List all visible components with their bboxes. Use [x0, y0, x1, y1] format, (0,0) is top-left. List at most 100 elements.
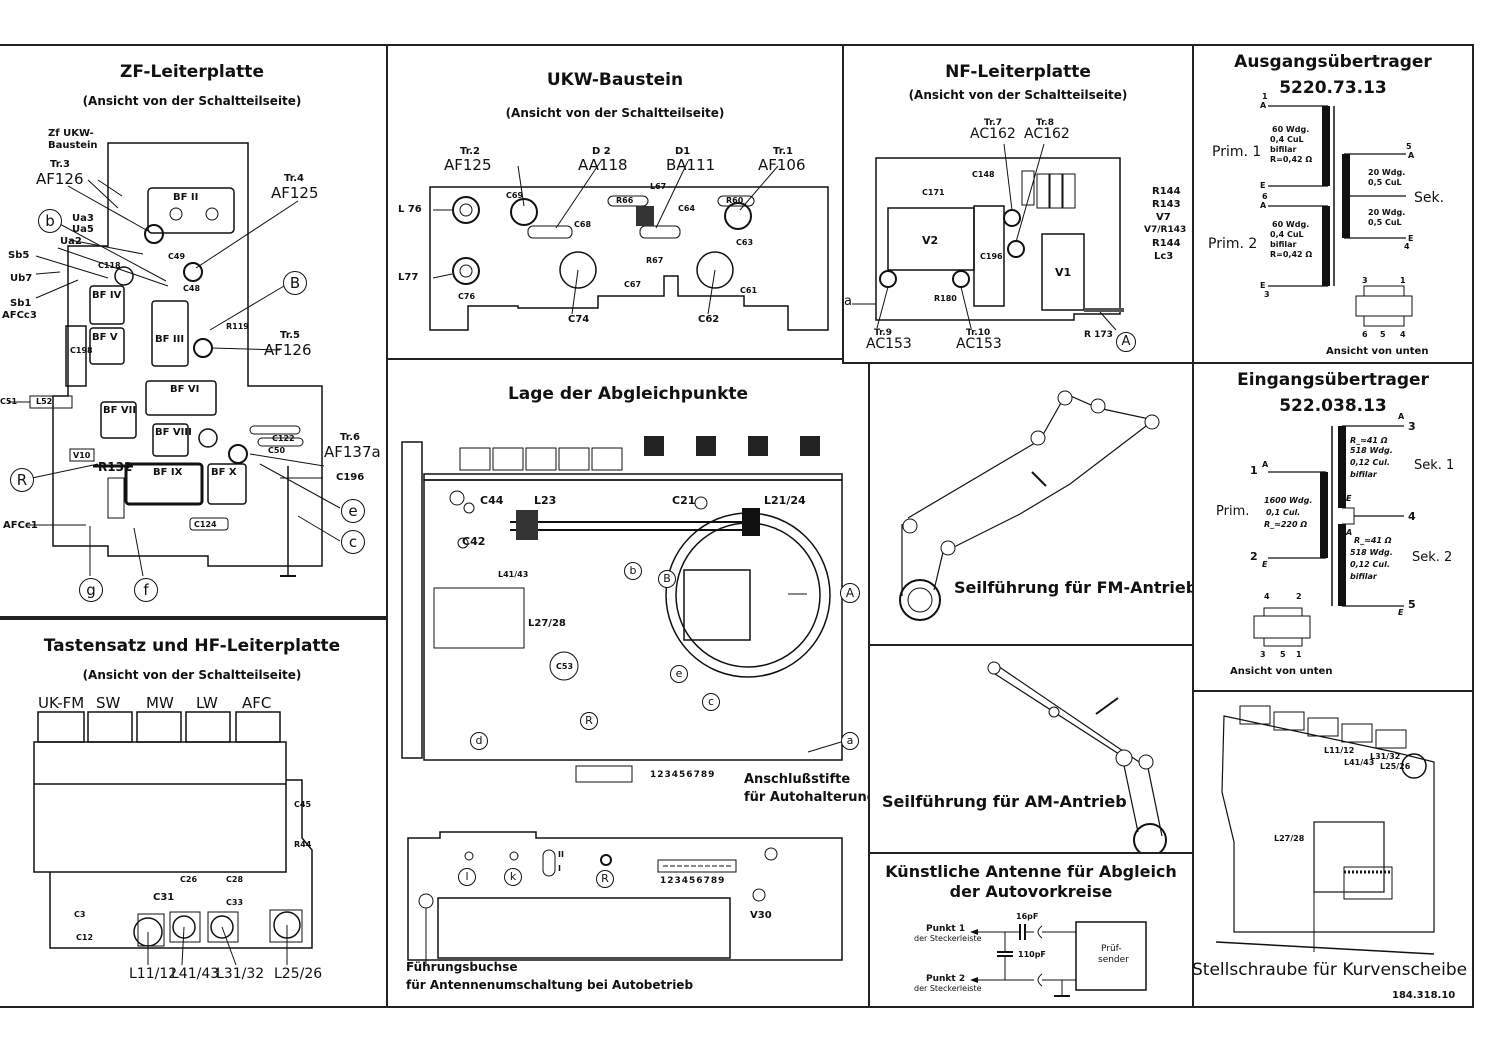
in-pin-a-mid: A	[1346, 528, 1353, 537]
part-l52: L52	[36, 397, 53, 406]
ua5-label: Ua5	[72, 224, 94, 235]
pins-caption-1: Anschlußstifte	[744, 772, 851, 787]
marker-A: A	[840, 583, 860, 603]
drawing-number: 184.318.10	[1392, 990, 1456, 1001]
output-view-caption: Ansicht von unten	[1326, 346, 1429, 357]
prim1-line-2: 0,4 CuL	[1270, 135, 1304, 144]
in-bottom-pin-3: 3	[1260, 650, 1266, 659]
sek1-line-2: 518 Wdg.	[1350, 446, 1393, 455]
bottom-pin-4: 4	[1400, 330, 1406, 339]
pin-e1: E	[1260, 181, 1266, 190]
coil-l25-26: L25/26	[274, 966, 323, 982]
bf9-label: BF IX	[153, 467, 183, 478]
tr8-label: Tr.8	[1036, 118, 1054, 128]
in-pin-5: 5	[1408, 598, 1416, 611]
cam-adjust-drawing	[1215, 705, 1435, 955]
bottom-pin-5: 5	[1380, 330, 1386, 339]
part-c76: C76	[458, 292, 476, 301]
tr3-label: Tr.3	[50, 159, 70, 170]
part-c26: C26	[180, 875, 198, 884]
point2-sub: der Steckerleiste	[914, 984, 982, 993]
bf4-label: BF IV	[92, 290, 122, 301]
am-drive-panel: Seilführung für AM-Antrieb	[868, 644, 1194, 857]
cam-l31-32: L31/32	[1370, 752, 1401, 761]
prim2-line-4: R=0,42 Ω	[1270, 250, 1313, 259]
sek1-line-3: 0,12 Cul.	[1350, 458, 1390, 467]
cam-adjust-panel: L11/12 L41/43 L31/32 L25/26 L27/28 Stell…	[1192, 690, 1474, 1008]
v2-label: V2	[922, 234, 939, 247]
prim1-line-1: 60 Wdg.	[1272, 125, 1310, 134]
part-c21: C21	[672, 494, 696, 507]
zf-board-panel: ZF-Leiterplatte (Ansicht von der Schaltt…	[0, 44, 388, 618]
sek-upper-2: 0,5 CuL	[1368, 178, 1402, 187]
alignment-panel: Lage der Abgleichpunkte C44 L23 C21 L21/…	[386, 358, 876, 826]
fm-drive-drawing	[899, 390, 1160, 621]
prim-line-1: 1600 Wdg.	[1264, 496, 1313, 505]
bottom-pin-3: 3	[1362, 276, 1368, 285]
marker-f: f	[134, 578, 158, 602]
tr1-label: Tr.1	[773, 146, 793, 157]
sb5-label: Sb5	[8, 250, 30, 261]
part-r60: R60	[726, 196, 744, 205]
sek2-label: Sek. 2	[1412, 550, 1453, 565]
part-c69: C69	[506, 191, 524, 200]
nf-board-title: NF-Leiterplatte	[945, 62, 1091, 82]
bf3-label: BF III	[155, 334, 185, 345]
sek-lower-2: 0,5 CuL	[1368, 218, 1402, 227]
pin-e3: E	[1260, 281, 1266, 290]
conn-r144-a: R144	[1152, 186, 1181, 197]
ukw-module-drawing	[429, 160, 829, 331]
prim2-line-1: 60 Wdg.	[1272, 220, 1310, 229]
sek2-line-2: 518 Wdg.	[1350, 548, 1393, 557]
tr3-type: AF126	[36, 170, 84, 188]
button-set-panel: Tastensatz und HF-Leiterplatte (Ansicht …	[0, 618, 388, 1008]
sek2-line-3: 0,12 Cul.	[1350, 560, 1390, 569]
pin-5: 5	[1406, 142, 1412, 151]
sek-lower-1: 20 Wdg.	[1368, 208, 1406, 217]
button-set-subtitle: (Ansicht von der Schaltteilseite)	[82, 668, 302, 682]
pin-numbers: 123456789	[650, 770, 716, 780]
output-transformer-part: 5220.73.13	[1279, 78, 1387, 98]
in-bottom-pin-4: 4	[1264, 592, 1270, 601]
bf6-label: BF VI	[170, 384, 200, 395]
antenna-schematic	[970, 921, 1147, 997]
input-transformer-part: 522.038.13	[1279, 396, 1387, 416]
in-pin-e2: E	[1262, 560, 1268, 569]
tr6-type: AF137a	[324, 443, 381, 461]
part-r119: R119	[226, 322, 249, 331]
prim1-line-3: bifilar	[1270, 145, 1297, 154]
tr1-type: AF106	[758, 156, 806, 174]
bf2-label: BF II	[173, 192, 199, 203]
front-view-drawing	[407, 831, 843, 964]
marker-B: B	[658, 570, 676, 588]
am-drive-drawing	[987, 661, 1167, 857]
prim-line-2: 0,1 Cul.	[1266, 508, 1301, 517]
tr4-type: AF125	[271, 184, 319, 202]
bf5-label: BF V	[92, 332, 118, 343]
sek1-line-4: bifilar	[1350, 470, 1377, 479]
marker-g: g	[79, 578, 103, 602]
part-c12: C12	[76, 933, 94, 942]
ukw-module-panel: UKW-Baustein (Ansicht von der Schaltteil…	[386, 44, 844, 360]
r173-label: R 173	[1084, 330, 1113, 340]
ukw-module-subtitle: (Ansicht von der Schaltteilseite)	[505, 106, 725, 120]
bottom-pin-1: 1	[1400, 276, 1406, 285]
point1-sub: der Steckerleiste	[914, 934, 982, 943]
alignment-drawing	[401, 436, 843, 783]
cam-l11-12: L11/12	[1324, 746, 1355, 755]
ub7-label: Ub7	[10, 273, 33, 284]
part-c31: C31	[153, 892, 175, 903]
marker-l: l	[458, 868, 476, 886]
prim2-line-3: bifilar	[1270, 240, 1297, 249]
pin-1: 1	[1262, 92, 1268, 101]
sek2-line-4: bifilar	[1350, 572, 1377, 581]
tr5-type: AF126	[264, 341, 312, 359]
nf-board-panel: NF-Leiterplatte (Ansicht von der Schaltt…	[842, 44, 1194, 364]
cam-l27-28: L27/28	[1274, 834, 1305, 843]
antenna-title-2: der Autovorkreise	[949, 882, 1113, 901]
conn-v7-r143: V7/R143	[1144, 225, 1187, 235]
coil-l11-12: L11/12	[129, 966, 178, 982]
part-l27-28: L27/28	[528, 618, 566, 629]
front-caption-1: Führungsbuchse	[406, 960, 518, 974]
zf-board-title: ZF-Leiterplatte	[120, 62, 264, 82]
